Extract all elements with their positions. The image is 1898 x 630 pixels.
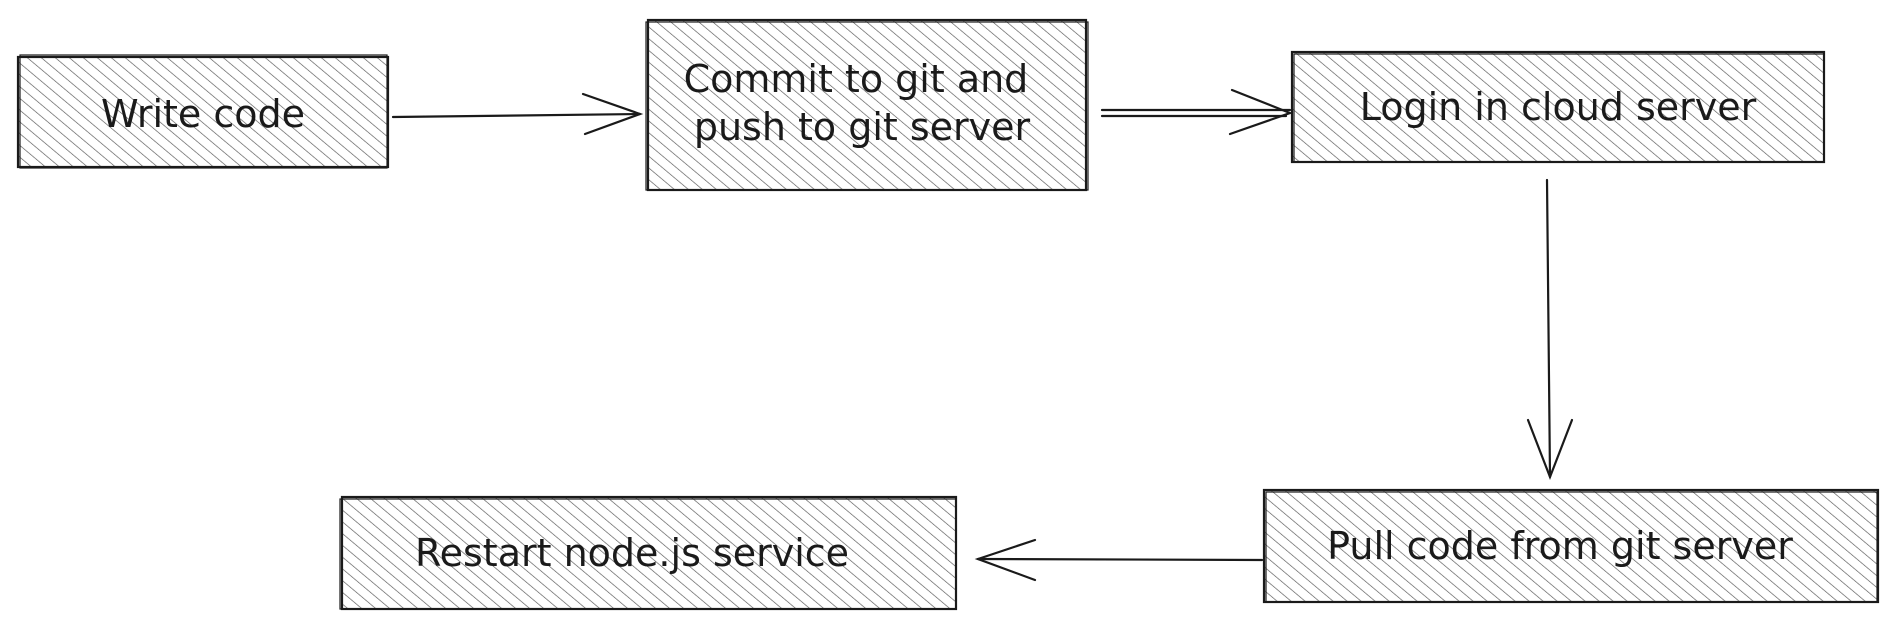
svg-text:Commit to git and push t: Commit to git and push to git server bbox=[684, 57, 1041, 149]
node-label-login: Login in cloud server bbox=[1360, 85, 1757, 129]
node-write-code: Write code bbox=[16, 54, 390, 169]
svg-text:Pull code from git server: Pull code from git server bbox=[1327, 524, 1793, 568]
node-label-restart: Restart node.js service bbox=[415, 531, 849, 575]
node-label-commit-line-1: Commit to git and bbox=[684, 57, 1029, 101]
node-restart: Restart node.js service bbox=[339, 495, 958, 611]
edges bbox=[391, 88, 1574, 582]
node-pull: Pull code from git server bbox=[1262, 488, 1880, 604]
arrow-pull-to-restart bbox=[974, 538, 1264, 582]
node-commit: Commit to git and push to git server bbox=[645, 18, 1089, 192]
arrow-commit-to-login bbox=[1100, 88, 1294, 136]
node-label-write-code: Write code bbox=[101, 92, 305, 136]
node-label-commit-line-2: push to git server bbox=[694, 105, 1031, 149]
node-login: Login in cloud server bbox=[1290, 50, 1826, 164]
svg-text:Restart node.js service: Restart node.js service bbox=[415, 531, 849, 575]
node-label-pull: Pull code from git server bbox=[1327, 524, 1793, 568]
svg-text:Login in cloud server: Login in cloud server bbox=[1360, 85, 1757, 129]
svg-text:Write code: Write code bbox=[101, 92, 305, 136]
arrow-write-code-to-commit bbox=[391, 92, 644, 136]
arrow-login-to-pull bbox=[1526, 178, 1574, 481]
